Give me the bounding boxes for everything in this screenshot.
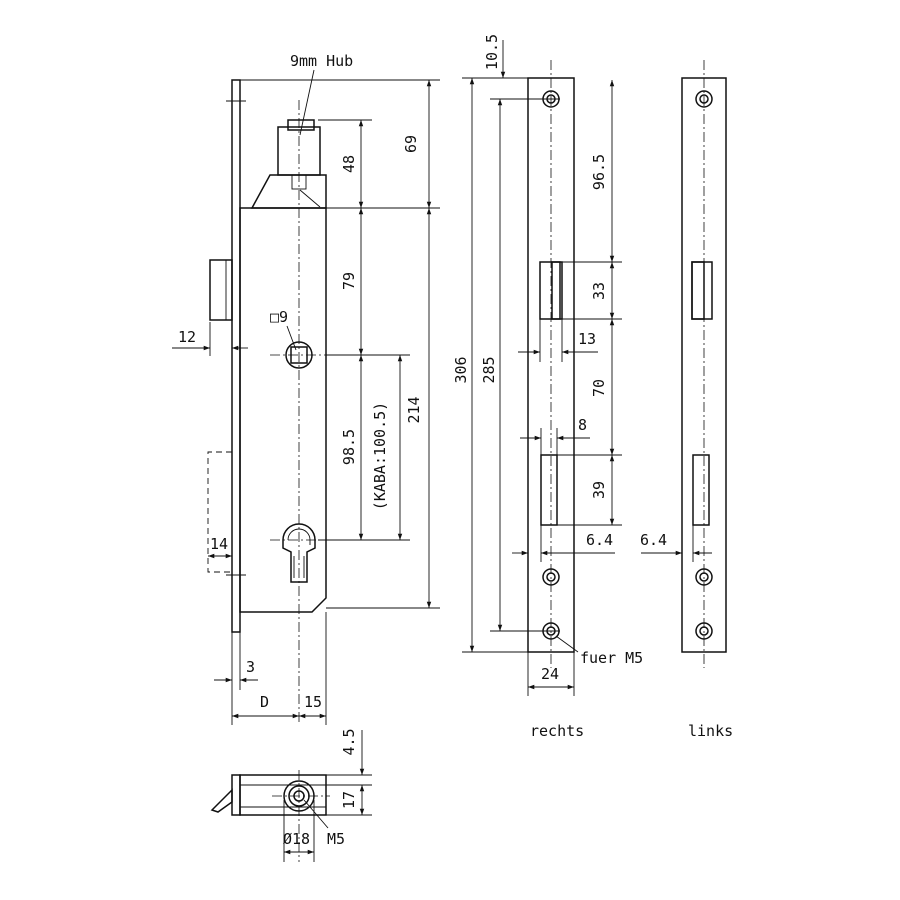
cylinder-cutout: [282, 523, 316, 583]
faceplate-left: [681, 60, 727, 668]
dim-12-label: 12: [178, 328, 196, 346]
dim-98-5-label: 98.5: [340, 429, 358, 465]
dim-96-5-label: 96.5: [590, 154, 608, 190]
spindle-callout: □9: [270, 308, 297, 351]
bottom-faceplate: [231, 774, 241, 816]
dim-10-5-label: 10.5: [483, 34, 501, 70]
latch-bolt-side: [209, 259, 233, 321]
dim-17-label: 17: [340, 791, 358, 809]
dim-3-label: 3: [246, 658, 255, 676]
dim-3: 3: [214, 632, 258, 690]
dim-39-label: 39: [590, 481, 608, 499]
dim-48: 48: [340, 120, 364, 208]
dim-306-label: 306: [452, 356, 470, 383]
faceplate-right: [527, 60, 575, 668]
dim-214-label: 214: [405, 396, 423, 423]
dim-48-label: 48: [340, 155, 358, 173]
dim-12: 12: [172, 322, 248, 356]
dim-15-label: 15: [304, 693, 322, 711]
latch-housing: [250, 174, 327, 209]
bottom-latch: [210, 788, 233, 813]
dim-6-4-left: 6.4: [640, 525, 712, 562]
dim-69-label: 69: [402, 135, 420, 153]
dim-285-label: 285: [480, 356, 498, 383]
spindle-label: □9: [270, 308, 288, 326]
dim-kaba-label: (KABA:100.5): [371, 402, 389, 510]
bolt-screw-label: M5: [327, 830, 345, 848]
deadbolt-outline: [207, 451, 232, 573]
bolt-diameter-label: Ø18: [283, 830, 310, 848]
stroke-label: 9mm Hub: [290, 52, 353, 70]
latch-opening-right: [539, 261, 561, 320]
dim-6-4-right-label: 6.4: [586, 531, 613, 549]
bolt-opening-right: [540, 454, 558, 526]
dim-79-label: 79: [340, 272, 358, 290]
dim-bottom-vertical: 4.5 17: [326, 728, 372, 816]
bottom-case: [239, 774, 327, 816]
dim-13-label: 13: [578, 330, 596, 348]
dim-24-label: 24: [541, 665, 559, 683]
caption-rechts: rechts: [530, 722, 584, 740]
dim-98-5: 98.5: [340, 355, 364, 540]
dim-70-label: 70: [590, 379, 608, 397]
dim-6-4-left-label: 6.4: [640, 531, 667, 549]
stroke-callout: 9mm Hub: [290, 52, 353, 136]
dims-right-faceplate: 306 285 10.5 96.5 33 70 39 13 8: [452, 34, 643, 696]
faceplate-strip: [231, 79, 241, 633]
caption-links: links: [688, 722, 733, 740]
bolt-opening-left: [692, 454, 710, 526]
dim-kaba: (KABA:100.5) 214: [371, 355, 423, 540]
dim-14-label: 14: [210, 535, 228, 553]
dim-d-label: D: [260, 693, 269, 711]
dim-14: 14: [208, 535, 232, 559]
dim-bottom-horizontal: Ø18 M5: [283, 799, 345, 862]
dim-33-label: 33: [590, 282, 608, 300]
dim-4-5-label: 4.5: [340, 728, 358, 755]
lock-side-view: [207, 79, 404, 725]
dim-69: 69: [402, 80, 432, 208]
mount-screw-label: fuer M5: [580, 649, 643, 667]
latch-opening-left: [691, 261, 713, 320]
lock-case: [239, 207, 327, 613]
dim-79: 79: [340, 208, 364, 355]
lock-bottom-view: [210, 770, 330, 862]
dim-8-label: 8: [578, 416, 587, 434]
dim-backset: D 15: [231, 612, 327, 725]
